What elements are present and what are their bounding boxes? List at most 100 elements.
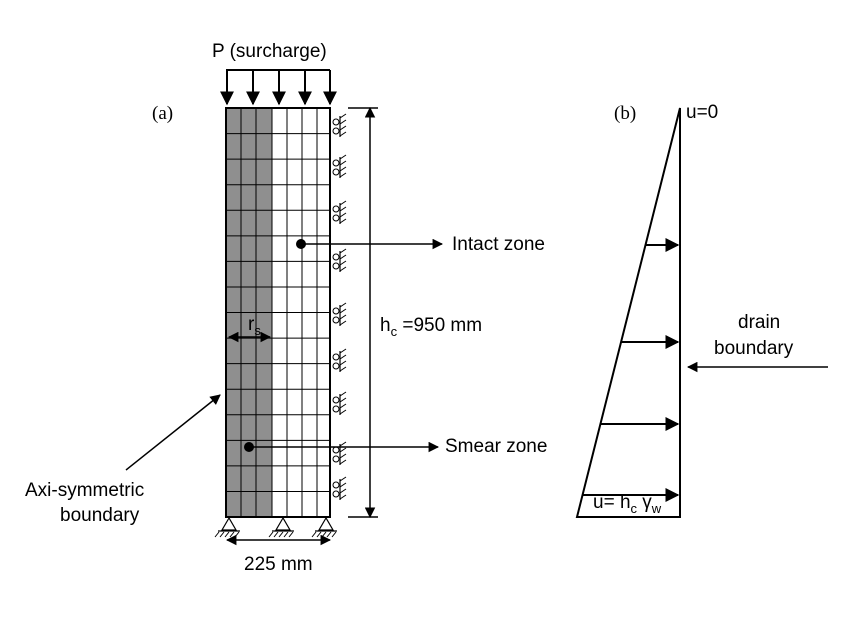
panel-a-tag: (a) [152, 103, 173, 124]
roller-support [332, 476, 347, 500]
roller-hatch [339, 320, 347, 326]
pin-support [268, 516, 294, 538]
roller-wheel [332, 168, 340, 176]
pin-hatch [273, 531, 279, 538]
roller-support [332, 200, 347, 224]
soil-column-outline [225, 107, 331, 518]
roller-hatch [339, 200, 347, 206]
roller-hatch [339, 391, 347, 397]
pin-hatch [326, 531, 332, 538]
roller-hatch [339, 166, 347, 172]
roller-wheel [332, 214, 340, 222]
roller-wheel [332, 455, 340, 463]
roller-support [332, 113, 347, 137]
roller-support [332, 248, 347, 272]
pin-hatch [283, 531, 289, 538]
roller-hatch [339, 494, 347, 500]
height-label: hc =950 mm [380, 315, 482, 339]
width-label: 225 mm [244, 554, 313, 575]
smear-zone-label: Smear zone [445, 436, 547, 457]
pin-hatch [234, 531, 240, 538]
pin-hatch [321, 531, 327, 538]
roller-wheel [332, 262, 340, 270]
pore-pressure-top-label: u=0 [686, 102, 718, 123]
roller-support [332, 302, 347, 326]
pin-supports [214, 516, 337, 538]
pressure-arrows [582, 238, 680, 502]
roller-wheel [332, 362, 340, 370]
roller-hatch [339, 260, 347, 266]
roller-hatch [339, 266, 347, 272]
roller-hatch [339, 119, 347, 125]
pin-hatch [268, 531, 274, 538]
axisymmetric-label-line1: Axi-symmetric [25, 480, 144, 501]
roller-hatch [339, 354, 347, 360]
roller-wheel [332, 396, 340, 404]
roller-hatch [339, 459, 347, 465]
roller-wheel [332, 481, 340, 489]
pin-hatch [278, 531, 284, 538]
pin-hatch [288, 531, 294, 538]
pin-hatch [316, 531, 322, 538]
pin-hatch [331, 531, 337, 538]
roller-hatch [339, 366, 347, 372]
roller-hatch [339, 482, 347, 488]
pin-support [214, 516, 240, 538]
roller-hatch [339, 314, 347, 320]
roller-wheel [332, 159, 340, 167]
axisymmetric-boundary-arrow [125, 394, 221, 471]
pin-hatch [214, 531, 220, 538]
drain-label-line2: boundary [714, 338, 794, 359]
roller-hatch [339, 348, 347, 354]
drain-label-line1: drain [738, 312, 780, 333]
roller-hatch [339, 488, 347, 494]
roller-wheel [332, 490, 340, 498]
roller-wheel [332, 307, 340, 315]
roller-hatch [339, 441, 347, 447]
roller-wheel [332, 127, 340, 135]
roller-support [332, 348, 347, 372]
surcharge-arrows [220, 70, 337, 106]
roller-hatch [339, 360, 347, 366]
roller-hatch [339, 254, 347, 260]
pin-support [311, 516, 337, 538]
roller-hatch [339, 248, 347, 254]
pin-hatch [224, 531, 230, 538]
radius-label: rs [248, 314, 261, 338]
roller-hatch [339, 403, 347, 409]
intact-zone-label: Intact zone [452, 234, 545, 255]
roller-hatch [339, 160, 347, 166]
roller-hatch [339, 131, 347, 137]
roller-wheel [332, 205, 340, 213]
surcharge-label: P (surcharge) [212, 41, 327, 62]
roller-wheel [332, 405, 340, 413]
pin-triangle [274, 516, 292, 531]
roller-hatch [339, 397, 347, 403]
roller-wheel [332, 316, 340, 324]
roller-hatch [339, 218, 347, 224]
pin-hatch [311, 531, 317, 538]
roller-hatch [339, 125, 347, 131]
roller-support [332, 154, 347, 178]
pin-hatch [229, 531, 235, 538]
roller-hatch [339, 447, 347, 453]
roller-hatch [339, 113, 347, 119]
pore-pressure-bottom-label: u= hc γw [593, 492, 662, 516]
roller-wheel [332, 353, 340, 361]
roller-hatch [339, 409, 347, 415]
roller-hatch [339, 206, 347, 212]
roller-hatch [339, 154, 347, 160]
roller-supports [332, 113, 347, 500]
roller-hatch [339, 476, 347, 482]
axisymmetric-label-line2: boundary [60, 505, 140, 526]
roller-hatch [339, 453, 347, 459]
pore-pressure-triangle [575, 107, 681, 518]
roller-hatch [339, 308, 347, 314]
roller-hatch [339, 172, 347, 178]
roller-hatch [339, 212, 347, 218]
mesh-grid [226, 108, 330, 517]
roller-hatch [339, 302, 347, 308]
pin-triangle [317, 516, 335, 531]
roller-wheel [332, 118, 340, 126]
